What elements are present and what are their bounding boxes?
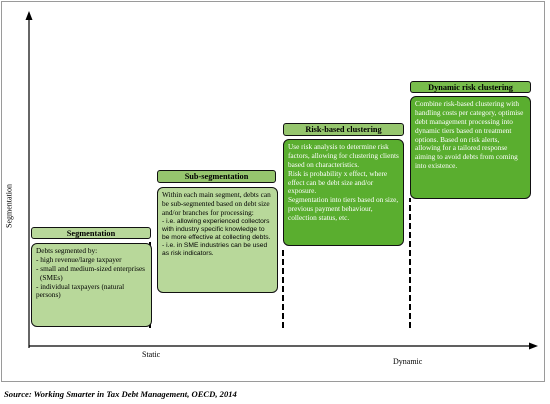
y-axis-label: Segmentation bbox=[4, 184, 14, 228]
x-axis-label-dynamic: Dynamic bbox=[393, 357, 423, 366]
sub-segmentation-intro: Within each main segment, debts can be s… bbox=[162, 190, 271, 217]
x-axis-label-static: Static bbox=[142, 350, 161, 359]
segmentation-header: Segmentation bbox=[31, 227, 151, 239]
dynamic-risk-clustering-header: Dynamic risk clustering bbox=[410, 81, 531, 93]
risk-based-clustering-text: Segmentation into tiers based on size, p… bbox=[288, 195, 399, 223]
sub-segmentation-item: i.e. in SME industries can be used as ri… bbox=[162, 242, 273, 258]
y-axis-arrowhead bbox=[25, 11, 33, 20]
sub-segmentation-box: Within each main segment, debts can be s… bbox=[157, 187, 278, 293]
segmentation-box: Debts segmented by: high revenue/large t… bbox=[31, 243, 152, 327]
source-caption: Source: Working Smarter in Tax Debt Mana… bbox=[4, 389, 237, 399]
dynamic-risk-clustering-text: Combine risk-based clustering with handl… bbox=[415, 99, 524, 171]
segmentation-item: small and medium-sized enterprises bbox=[36, 264, 147, 274]
dynamic-risk-clustering-box: Combine risk-based clustering with handl… bbox=[410, 96, 531, 199]
segmentation-intro: Debts segmented by: bbox=[36, 246, 98, 255]
segmentation-item: individual taxpayers (natural persons) bbox=[36, 282, 147, 301]
segmentation-item: high revenue/large taxpayer bbox=[36, 255, 147, 265]
segmentation-list: high revenue/large taxpayer small and me… bbox=[36, 255, 147, 301]
sub-segmentation-item: i.e. allowing experienced collectors wit… bbox=[162, 218, 273, 242]
risk-based-clustering-header: Risk-based clustering bbox=[283, 123, 404, 136]
sub-segmentation-header: Sub-segmentation bbox=[157, 170, 276, 183]
sub-segmentation-list: i.e. allowing experienced collectors wit… bbox=[162, 218, 273, 258]
risk-based-clustering-text: Risk is probability x effect, where effe… bbox=[288, 168, 388, 196]
segmentation-item: (SMEs) bbox=[40, 272, 63, 282]
risk-based-clustering-text: Use risk analysis to determine risk fact… bbox=[288, 142, 399, 169]
figure-frame bbox=[1, 1, 545, 382]
x-axis-arrowhead bbox=[529, 342, 538, 350]
risk-based-clustering-box: Use risk analysis to determine risk fact… bbox=[283, 139, 404, 246]
